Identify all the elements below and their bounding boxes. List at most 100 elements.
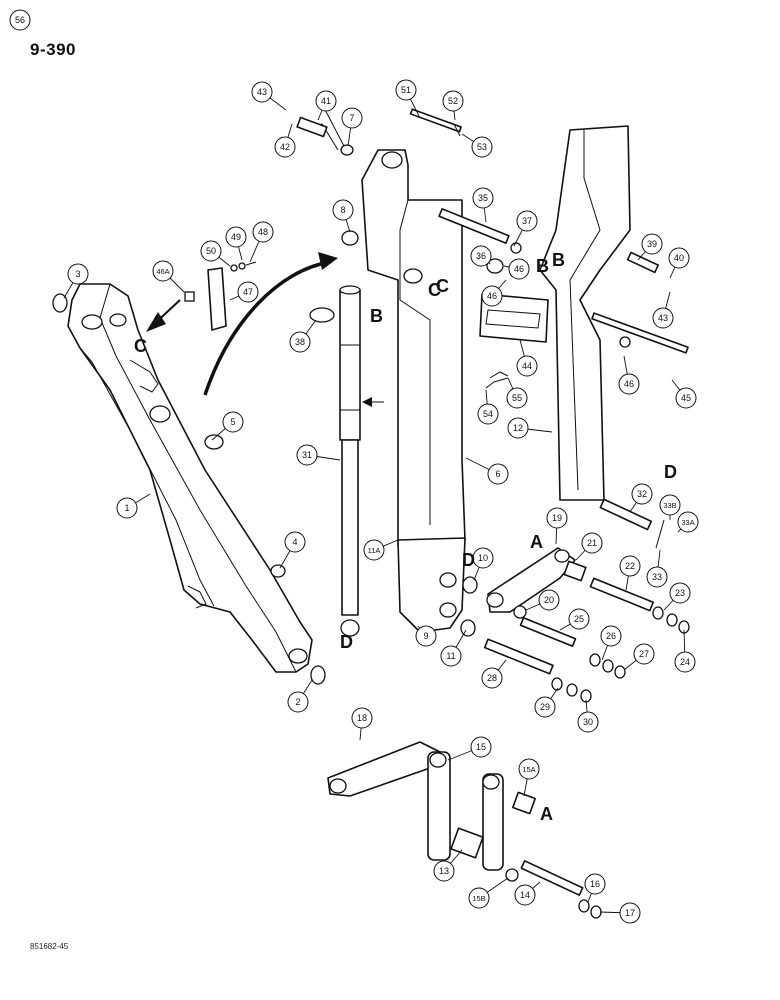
connection-letter: A: [530, 532, 543, 552]
callout-circle: [442, 90, 464, 112]
callout-number: 26: [606, 631, 616, 641]
callout-number: 33B: [663, 501, 676, 510]
callout-circle: [341, 107, 363, 129]
callout-number: 51: [401, 85, 411, 95]
callout-circle: [363, 539, 385, 561]
callout-circle: [67, 263, 89, 285]
cylinder-part: [309, 285, 384, 637]
callout-number: 4: [292, 537, 297, 547]
callout-circle: [514, 884, 536, 906]
callout-number: 46: [624, 379, 634, 389]
callout-number: 56: [15, 15, 25, 25]
callout-number: 33A: [681, 518, 694, 527]
dipper-part: [309, 99, 509, 633]
callout-circle: [225, 226, 247, 248]
callout-number: 47: [243, 287, 253, 297]
callout-circle: [332, 199, 354, 221]
callout-circle: [477, 403, 499, 425]
mount-part: [479, 125, 665, 549]
callout-number: 39: [647, 239, 657, 249]
callout-number: 46: [514, 264, 524, 274]
callout-circle: [9, 9, 31, 31]
callout-circle: [641, 233, 663, 255]
callout-number: 46A: [156, 267, 169, 276]
callout-number: 54: [483, 409, 493, 419]
callout-circle: [675, 387, 697, 409]
callout-circle: [481, 667, 503, 689]
callout-circle: [506, 387, 528, 409]
callout-number: 19: [552, 513, 562, 523]
connection-letter: D: [462, 550, 475, 570]
callout-number: 20: [544, 595, 554, 605]
callout-number: 9: [423, 631, 428, 641]
callout-circle: [116, 497, 138, 519]
callout-circle: [619, 555, 641, 577]
connection-letter: B: [536, 256, 549, 276]
callout-circle: [516, 210, 538, 232]
connection-letter: D: [340, 632, 353, 652]
callout-circle: [433, 860, 455, 882]
callout-circle: [351, 707, 373, 729]
callout-circle: [472, 547, 494, 569]
callout-circle: [534, 696, 556, 718]
callout-circle: [668, 247, 690, 269]
callout-circle: [652, 307, 674, 329]
bucket-link-part: [327, 741, 602, 919]
callout-number: 42: [280, 142, 290, 152]
callout-number: 15B: [472, 894, 485, 903]
callout-circle: [669, 582, 691, 604]
callout-number: 15: [476, 742, 486, 752]
callout-number: 46: [487, 291, 497, 301]
connection-letter: B: [552, 250, 565, 270]
callout-number: 48: [258, 227, 268, 237]
callout-circle: [468, 887, 490, 909]
callout-number: 24: [680, 657, 690, 667]
callout-circle: [481, 285, 503, 307]
callout-circle: [538, 589, 560, 611]
callout-circle: [284, 531, 306, 553]
callout-circle: [200, 240, 222, 262]
callout-circle: [415, 625, 437, 647]
callout-number: 40: [674, 253, 684, 263]
callout-number: 21: [587, 538, 597, 548]
callout-circle: [633, 643, 655, 665]
callout-number: 7: [349, 113, 354, 123]
callout-number: 15A: [522, 765, 535, 774]
callout-number: 45: [681, 393, 691, 403]
callout-circle: [516, 355, 538, 377]
callout-number: 6: [495, 469, 500, 479]
callout-circle: [274, 136, 296, 158]
callout-circle: [289, 331, 311, 353]
connection-letter: C: [436, 276, 449, 296]
callout-circle: [470, 245, 492, 267]
callout-number: 5: [230, 417, 235, 427]
callout-number: 36: [476, 251, 486, 261]
callout-number: 17: [625, 908, 635, 918]
callout-number: 37: [522, 216, 532, 226]
callout-number: 10: [478, 553, 488, 563]
callout-circle: [618, 373, 640, 395]
wear-strip-part: [184, 261, 257, 331]
callout-number: 3: [75, 269, 80, 279]
callout-number: 25: [574, 614, 584, 624]
callout-number: 55: [512, 393, 522, 403]
callout-number: 28: [487, 673, 497, 683]
callout-circle: [619, 902, 641, 924]
callout-number: 11A: [368, 546, 381, 555]
boom-part: [52, 283, 326, 685]
connection-letter: D: [664, 462, 677, 482]
callout-number: 43: [257, 87, 267, 97]
callout-number: 11: [446, 651, 455, 661]
callout-labels: 123456789101111A1213141515A15B1617181920…: [9, 9, 699, 924]
callout-number: 16: [590, 879, 600, 889]
callout-circle: [252, 221, 274, 243]
callout-circle: [600, 625, 622, 647]
callout-circle: [631, 483, 653, 505]
callout-circle: [251, 81, 273, 103]
callout-circle: [581, 532, 603, 554]
callout-circle: [472, 187, 494, 209]
connection-letter: C: [134, 336, 147, 356]
